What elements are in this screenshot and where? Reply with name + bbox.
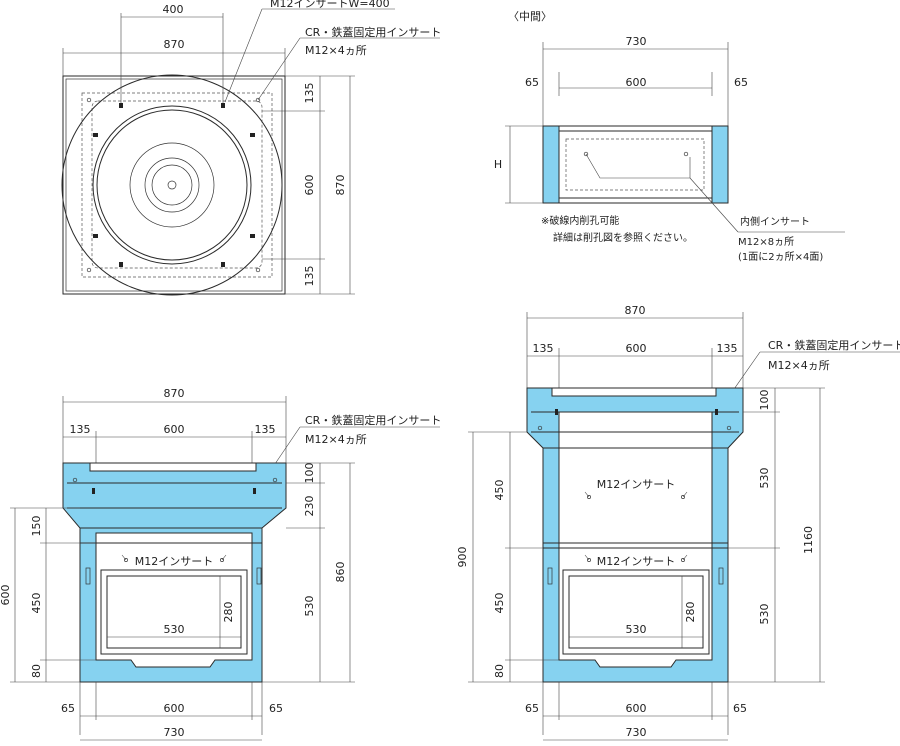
ring-circle-1 — [129, 142, 215, 228]
note-cr-insert: CR・鉄蓋固定用インサート — [768, 338, 900, 352]
dim-inner: 600 — [626, 76, 647, 89]
frame-circle-outer — [92, 105, 252, 265]
dim-r-530: 530 — [303, 596, 316, 617]
left-section-view: 870 135 600 135 CR・鉄蓋固定用インサート M12×4ヵ所 M1… — [0, 387, 441, 741]
insert-mark — [119, 262, 123, 267]
dim-r-230: 230 — [303, 496, 316, 517]
dim-right: 65 — [734, 76, 748, 89]
dim-r-100: 100 — [303, 463, 316, 484]
dim-top-width: 870 — [625, 304, 646, 317]
dim-r-530b: 530 — [758, 604, 771, 625]
dim-l-80: 80 — [493, 664, 506, 678]
wall-left — [542, 125, 560, 204]
note-inner-detail: (1面に2ヵ所×4面) — [738, 251, 823, 263]
insert-mark — [93, 133, 98, 137]
dim-width: 870 — [164, 38, 185, 51]
dim-bot-mid: 600 — [626, 702, 647, 715]
note-cr-insert: CR・鉄蓋固定用インサート — [305, 25, 441, 39]
dim-bot-left: 65 — [525, 702, 539, 715]
dim-l-150: 150 — [30, 516, 43, 537]
note-insert-w: M12インサートW=400 — [270, 0, 390, 10]
dim-open-w: 530 — [626, 623, 647, 636]
middle-heading: 〈中間〉 — [508, 10, 552, 23]
dim-l-450a: 450 — [493, 480, 506, 501]
dim-top-mid: 600 — [164, 423, 185, 436]
top-plan-view: 870 400 M12インサートW=400 CR・鉄蓋固定用インサート M12×… — [61, 0, 441, 296]
dim-l-600: 600 — [0, 585, 12, 606]
hole-mark — [255, 97, 261, 103]
dim-bottom: 135 — [303, 266, 316, 287]
knockout-boundary — [565, 138, 705, 191]
dim-height: 870 — [334, 175, 347, 196]
note-inner-count: M12×8ヵ所 — [738, 236, 794, 248]
dim-l-80: 80 — [30, 664, 43, 678]
hole-mark — [86, 267, 92, 273]
dim-total: 730 — [626, 35, 647, 48]
outer-square — [62, 75, 286, 295]
dim-bot-total: 730 — [164, 726, 185, 739]
hole-mark — [86, 97, 92, 103]
note-cr-count: M12×4ヵ所 — [768, 359, 830, 372]
note-knockout-1: ※破線内削孔可能 — [541, 214, 619, 227]
hole-mark — [255, 267, 261, 273]
insert-mark — [93, 234, 98, 238]
label-m12-upper: M12インサート — [597, 478, 676, 491]
insert-mark — [250, 234, 255, 238]
dim-insert-spacing: 400 — [163, 3, 184, 16]
ring-circle-3 — [151, 164, 193, 206]
label-m12-lower: M12インサート — [597, 555, 676, 568]
cover-ring — [551, 387, 717, 397]
dim-r-860: 860 — [334, 562, 347, 583]
note-cr-count: M12×4ヵ所 — [305, 433, 367, 446]
wall-right — [711, 125, 729, 204]
middle-view: 〈中間〉 730 600 65 65 H ※破線内削孔可能 詳細は削孔図を参照く… — [494, 10, 845, 263]
dim-top-right: 135 — [255, 423, 276, 436]
dim-top: 135 — [303, 83, 316, 104]
dim-bot-mid: 600 — [164, 702, 185, 715]
insert-mark — [221, 103, 225, 108]
dim-l-900: 900 — [456, 547, 469, 568]
dashed-boundary — [81, 92, 273, 278]
note-knockout-2: 詳細は削孔図を参照ください。 — [553, 231, 693, 244]
dim-bot-right: 65 — [269, 702, 283, 715]
ring-circle-2 — [144, 157, 200, 213]
note-cr-insert: CR・鉄蓋固定用インサート — [305, 413, 441, 427]
dim-open-h: 280 — [222, 602, 235, 623]
label-m12: M12インサート — [135, 555, 214, 568]
insert-mark — [221, 262, 225, 267]
dim-r-1160: 1160 — [802, 526, 815, 554]
right-section-view: 870 135 600 135 CR・鉄蓋固定用インサート M12×4ヵ所 M1… — [456, 304, 900, 741]
note-cr-count: M12×4ヵ所 — [305, 44, 367, 57]
note-inner-insert: 内側インサート — [740, 215, 810, 228]
dim-top-left: 135 — [533, 342, 554, 355]
cover-ring — [89, 462, 257, 472]
dim-top-left: 135 — [70, 423, 91, 436]
center-circle — [167, 180, 177, 190]
dim-top-mid: 600 — [626, 342, 647, 355]
dim-l-450: 450 — [30, 593, 43, 614]
dim-bot-left: 65 — [61, 702, 75, 715]
dim-inner: 600 — [303, 175, 316, 196]
dim-l-450b: 450 — [493, 593, 506, 614]
dim-r-530a: 530 — [758, 468, 771, 489]
insert-mark — [119, 103, 123, 108]
dim-height: H — [494, 158, 502, 171]
dim-open-w: 530 — [164, 623, 185, 636]
dim-bot-right: 65 — [733, 702, 747, 715]
dim-r-100: 100 — [758, 390, 771, 411]
dim-open-h: 280 — [684, 602, 697, 623]
dim-top-width: 870 — [164, 387, 185, 400]
dim-left: 65 — [525, 76, 539, 89]
inner-square-edge — [65, 78, 283, 292]
frame-circle-inner — [96, 109, 248, 261]
outer-cover-circle — [61, 74, 283, 296]
knockout-opening — [106, 575, 242, 649]
dashed-inner-boundary — [91, 100, 263, 269]
insert-mark — [250, 133, 255, 137]
dim-bot-total: 730 — [626, 726, 647, 739]
dim-top-right: 135 — [717, 342, 738, 355]
knockout-opening — [568, 575, 704, 649]
